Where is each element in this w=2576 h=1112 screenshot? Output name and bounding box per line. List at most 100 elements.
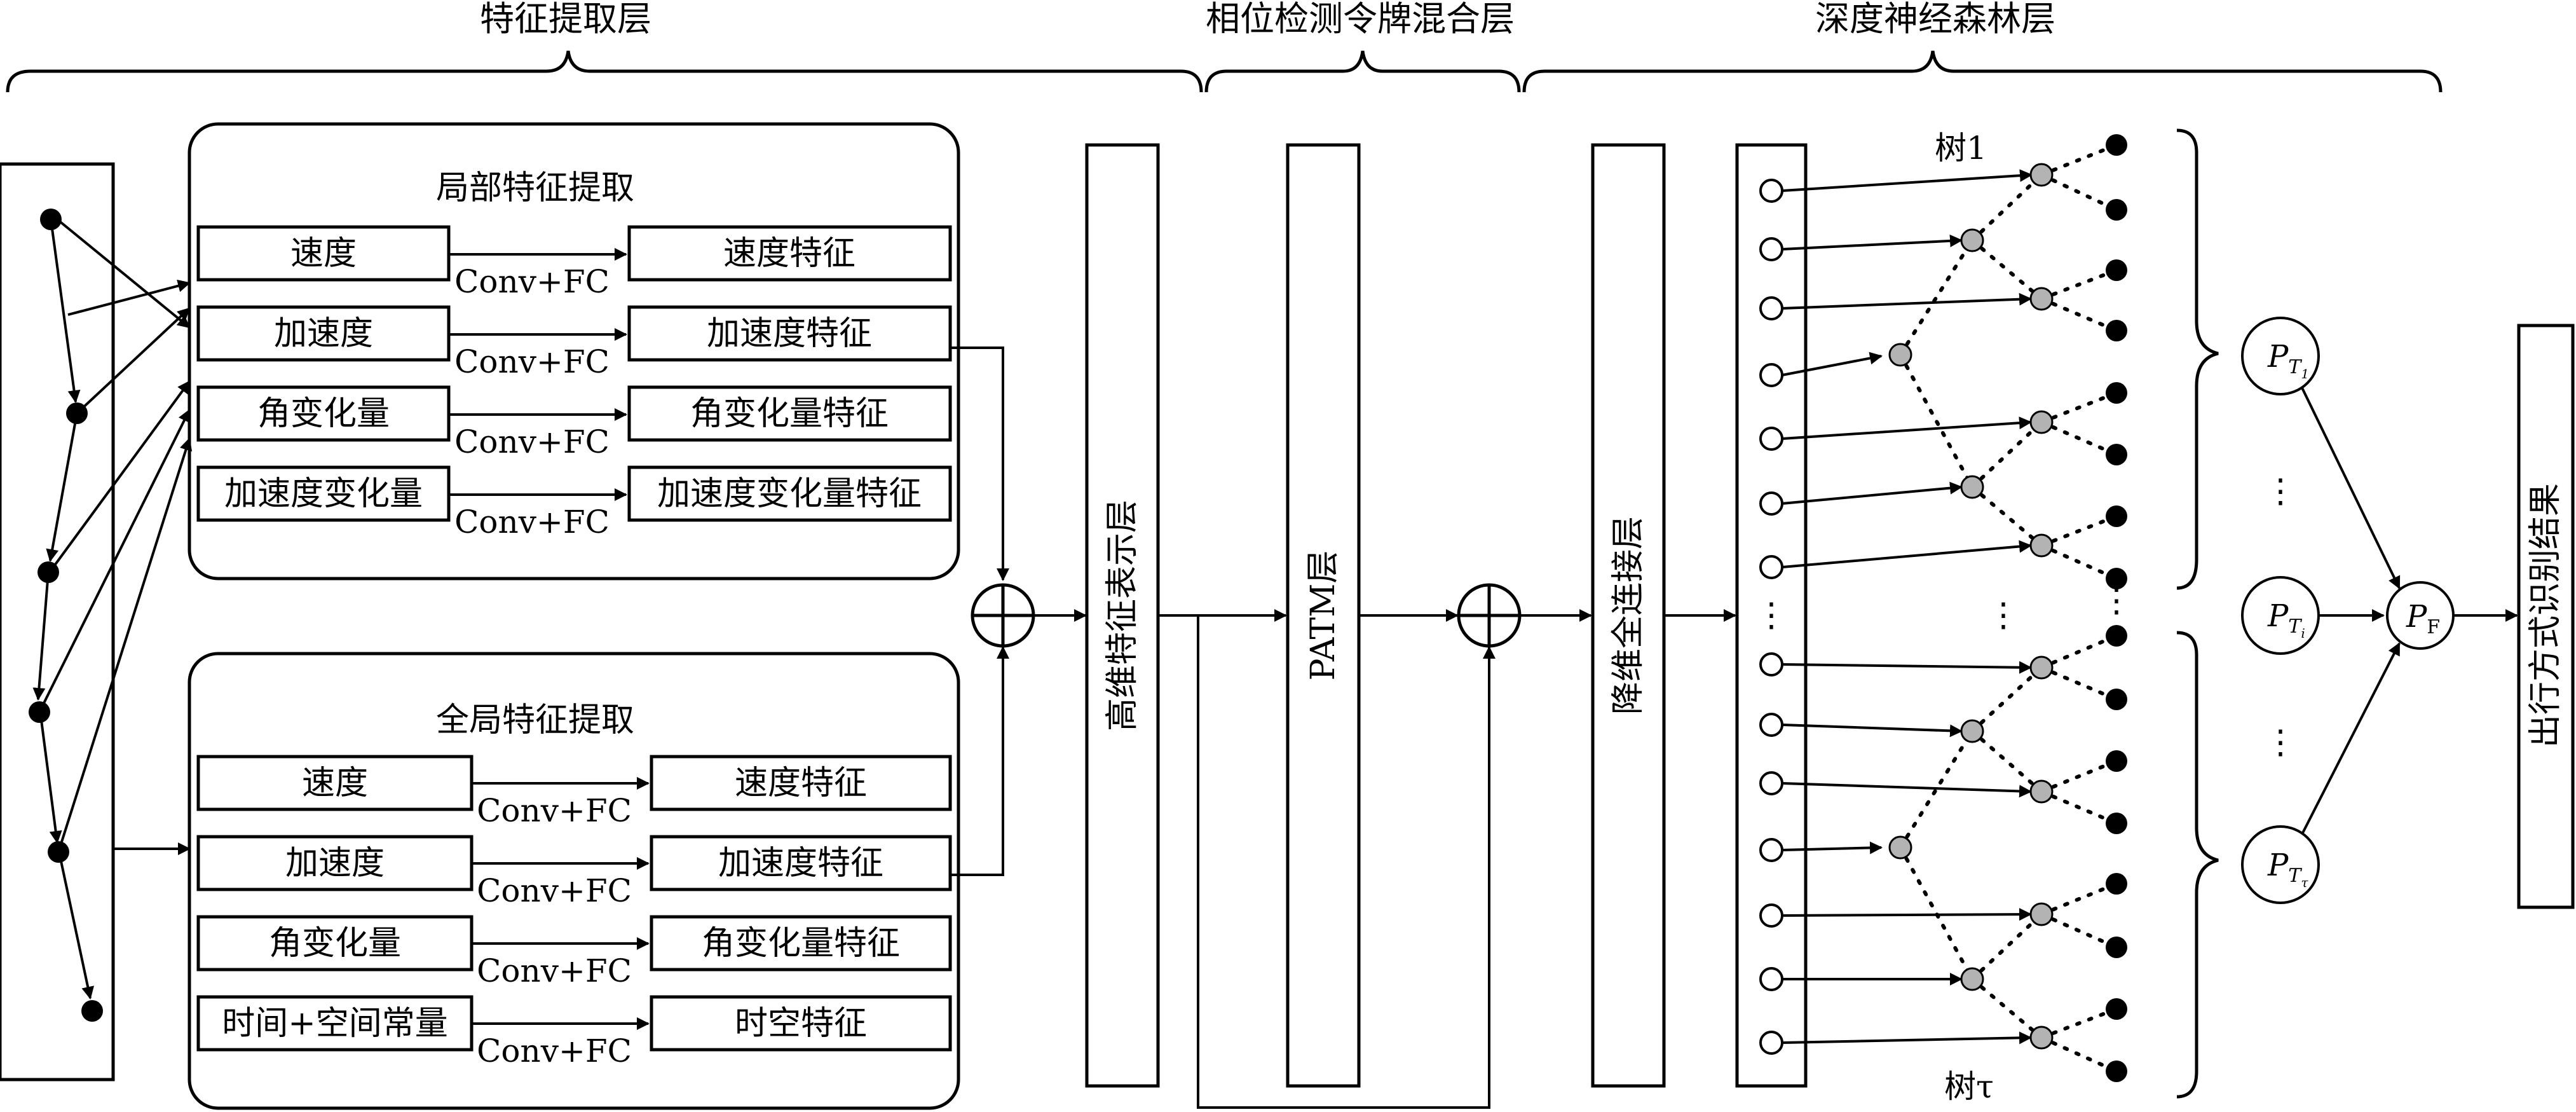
local-op-label: Conv+FC xyxy=(454,423,610,460)
leaf-node xyxy=(2106,382,2127,404)
leaf-node xyxy=(2106,444,2127,465)
local-input-label: 加速度 xyxy=(274,315,373,353)
input-neuron xyxy=(1759,555,1783,579)
global-op-label: Conv+FC xyxy=(477,872,632,909)
input-neuron xyxy=(1759,491,1783,516)
input-neuron xyxy=(1759,237,1783,261)
leaf-node xyxy=(2106,505,2127,527)
leaf-node xyxy=(2106,998,2127,1020)
global-input-label: 时间+空间常量 xyxy=(222,1005,448,1043)
leaf-node xyxy=(2106,689,2127,710)
input-neuron xyxy=(1759,967,1783,991)
sum-node-1 xyxy=(971,583,1035,648)
forest-input-nodes xyxy=(1759,179,1783,1055)
split-node xyxy=(1960,719,1984,743)
local-feature-group: 局部特征提取 速度 Conv+FC 速度特征 加速度 Conv+FC 加速度特征… xyxy=(187,122,1009,581)
forest-edges xyxy=(1782,143,2118,1073)
leaf-node xyxy=(2106,199,2127,221)
leaf-node xyxy=(2106,625,2127,647)
leaf-node xyxy=(2106,568,2127,589)
global-output-label: 时空特征 xyxy=(735,1005,867,1043)
local-output-box xyxy=(627,225,952,282)
local-input-label: 加速度变化量 xyxy=(224,475,423,513)
trajectory-point xyxy=(37,561,59,583)
split-node xyxy=(1960,228,1984,252)
output-box xyxy=(2517,324,2575,909)
leaf-node xyxy=(2106,1061,2127,1082)
section-braces xyxy=(6,50,2443,93)
global-op-label: Conv+FC xyxy=(477,792,632,829)
section-title-forest: 深度神经森林层 xyxy=(1815,0,2055,39)
input-neuron xyxy=(1759,179,1783,203)
trajectory-point xyxy=(40,209,62,230)
prob-ellipsis: ⋮ xyxy=(2264,724,2297,762)
tree-prob-node xyxy=(2241,825,2320,904)
leaf-node xyxy=(2106,320,2127,341)
local-output-box xyxy=(627,465,952,522)
global-output-label: 速度特征 xyxy=(735,764,867,802)
section-title-patm: 相位检测令牌混合层 xyxy=(1206,0,1515,39)
output-label: 出行方式识别结果 xyxy=(2526,483,2565,748)
tree-prob-label: PTi xyxy=(2267,598,2305,641)
local-input-label: 角变化量 xyxy=(257,395,390,433)
local-output-label: 加速度变化量特征 xyxy=(657,475,922,513)
split-node xyxy=(1888,343,1912,367)
global-output-box xyxy=(650,995,952,1052)
trajectory-box xyxy=(0,162,115,1081)
global-input-label: 速度 xyxy=(302,764,368,802)
tree-prob-nodes: PT1 ⋮ PTi ⋮ PTτ xyxy=(2241,317,2320,904)
forest-ellipsis-split: ⋮ xyxy=(1987,596,2020,635)
leaf-node xyxy=(2106,259,2127,281)
forest-ellipsis-leaf: ⋮ xyxy=(2100,582,2133,620)
local-output-label: 速度特征 xyxy=(723,235,855,273)
trajectory-point xyxy=(66,402,88,424)
tree-brace-2 xyxy=(2176,631,2219,1099)
patm-layer-label: PATM层 xyxy=(1304,551,1342,681)
global-op-label: Conv+FC xyxy=(477,1033,632,1069)
forest-leaf-nodes xyxy=(2106,134,2127,1082)
local-op-label: Conv+FC xyxy=(454,343,610,380)
leaf-node xyxy=(2106,134,2127,156)
trajectory-point xyxy=(29,701,50,723)
high-dim-layer-box xyxy=(1085,143,1160,1088)
local-output-label: 角变化量特征 xyxy=(690,395,889,433)
tree-first-label: 树1 xyxy=(1935,130,1987,167)
split-node xyxy=(1960,475,1984,499)
neural-forest: ⋮ xyxy=(1735,130,2133,1105)
input-neuron xyxy=(1759,713,1783,737)
global-input-label: 加速度 xyxy=(285,844,385,882)
section-title-feature: 特征提取层 xyxy=(480,0,651,39)
local-op-label: Conv+FC xyxy=(454,504,610,540)
trajectory-point xyxy=(48,841,69,863)
global-output-box xyxy=(650,755,952,811)
global-group-title: 全局特征提取 xyxy=(436,701,634,739)
split-node xyxy=(1960,967,1984,991)
split-node xyxy=(1888,835,1912,860)
tree-brace-1 xyxy=(2176,128,2219,590)
tree-braces xyxy=(2176,128,2219,1099)
high-dim-layer-label: 高维特征表示层 xyxy=(1103,500,1141,731)
reduce-layer-label: 降维全连接层 xyxy=(1609,516,1647,715)
final-prob-node xyxy=(2386,581,2455,650)
patm-layer-box xyxy=(1286,143,1361,1088)
global-output-box xyxy=(650,835,952,891)
global-group-box xyxy=(187,652,960,1110)
split-node xyxy=(2029,656,2054,680)
split-node xyxy=(2029,410,2054,434)
final-prob-label: PF xyxy=(2406,599,2440,638)
brace-feature xyxy=(6,50,1203,93)
leaf-node xyxy=(2106,750,2127,772)
input-neuron xyxy=(1759,1031,1783,1055)
leaf-node xyxy=(2106,937,2127,958)
split-node xyxy=(2029,1026,2054,1050)
input-neuron xyxy=(1759,903,1783,928)
forest-ellipsis-input: ⋮ xyxy=(1755,596,1788,635)
split-node xyxy=(2029,287,2054,311)
brace-forest xyxy=(1522,50,2443,93)
split-node xyxy=(2029,779,2054,804)
prob-ellipsis: ⋮ xyxy=(2264,472,2297,511)
input-neuron xyxy=(1759,771,1783,795)
global-input-label: 角变化量 xyxy=(269,924,401,963)
global-op-label: Conv+FC xyxy=(477,952,632,989)
local-group-title: 局部特征提取 xyxy=(436,169,634,207)
